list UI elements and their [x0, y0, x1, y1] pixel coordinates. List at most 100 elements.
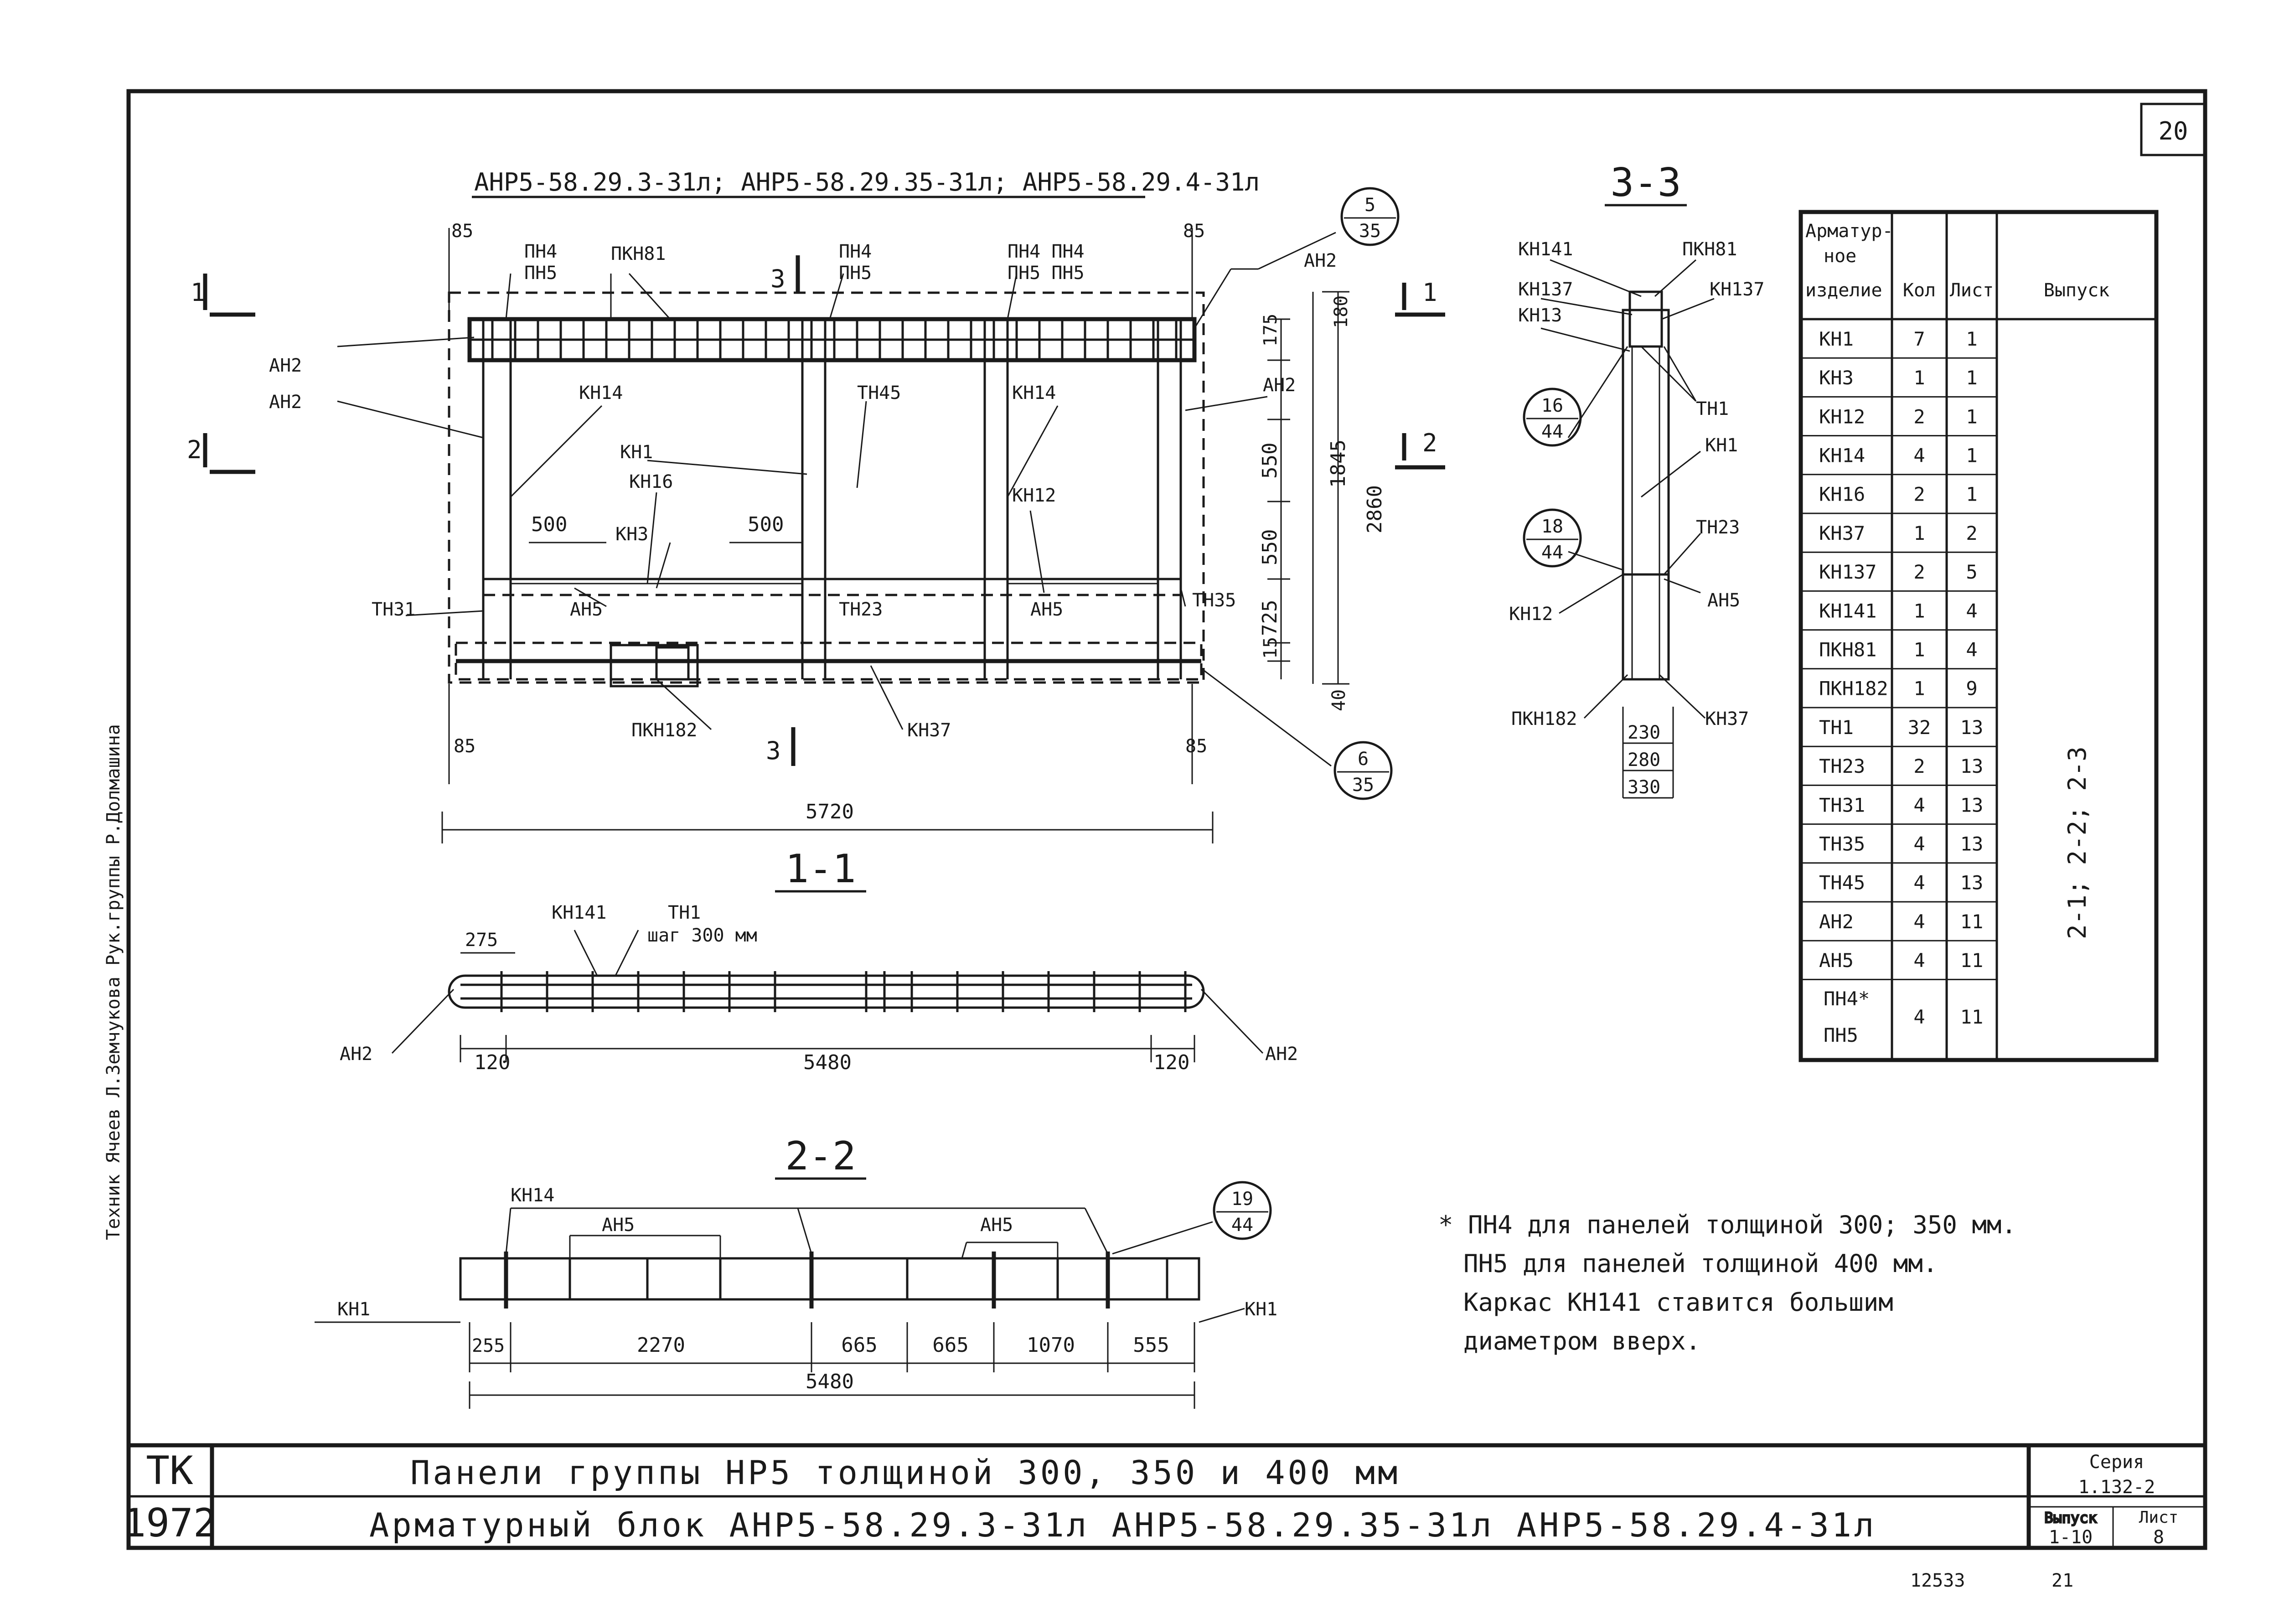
spec-cell-qty: 1 [1913, 678, 1925, 700]
side-stamp: Техник Ячеев Л.Земчукова Рук.группы Р.До… [103, 724, 124, 1240]
spec-cell-item: КН1 [1819, 328, 1854, 350]
spec-cell-sheet: 13 [1960, 716, 1984, 739]
spec-last-sheet: 11 [1960, 1006, 1984, 1028]
sheet-number: 20 [2158, 117, 2188, 145]
dim-550a: 550 [1258, 443, 1282, 479]
dim-85b: 85 [1183, 221, 1205, 242]
callout-6-35-bottom: 35 [1352, 775, 1374, 796]
label-pn5-a: ПН5 [524, 263, 557, 284]
section-2-2-an5-b: АН5 [980, 1215, 1013, 1236]
section-1-1-leaders [391, 930, 1264, 1062]
leaders [337, 232, 1336, 767]
dim-725: 725 [1258, 600, 1282, 636]
section-3-3-pkn182: ПКН182 [1511, 709, 1577, 729]
spec-cell-sheet: 5 [1966, 561, 1977, 583]
label-an2-l1: АН2 [269, 355, 302, 376]
spec-header-issue: Выпуск [2044, 280, 2110, 301]
title-org: ТК [146, 1448, 193, 1494]
bottom-mark-2: 21 [2052, 1570, 2073, 1591]
spec-issue-value: 2-1; 2-2; 2-3 [2063, 746, 2092, 939]
elevation-title: АНР5-58.29.3-31л; АНР5-58.29.35-31л; АНР… [474, 168, 1260, 197]
section-3-3-top-cage [1628, 290, 1663, 348]
section-2-2-dim-555: 555 [1133, 1334, 1169, 1357]
dim-85d: 85 [1185, 736, 1207, 757]
section-2-2-dim-1070: 1070 [1027, 1334, 1075, 1357]
spec-cell-qty: 2 [1913, 755, 1925, 777]
callout-18-44-top: 18 [1541, 516, 1563, 537]
panel-outline [448, 291, 1205, 684]
section-3-3-kn137-left: КН137 [1518, 279, 1573, 300]
spec-cell-sheet: 11 [1960, 949, 1984, 972]
spec-last-item-2: ПН5 [1824, 1024, 1858, 1046]
section-3-3-kn12: КН12 [1509, 604, 1553, 625]
spec-cell-qty: 4 [1913, 833, 1925, 855]
dim-15: 15 [1260, 637, 1281, 659]
dim-85a: 85 [451, 221, 473, 242]
notes: * ПН4 для панелей толщиной 300; 350 мм. … [1438, 1210, 2016, 1355]
cut-3-bottom: 3 [766, 736, 781, 765]
label-pkn182: ПКН182 [631, 720, 698, 741]
spec-cell-item: ТН45 [1819, 872, 1865, 894]
cut-1-left: 1 [191, 278, 206, 307]
section-3-3-kn1: КН1 [1705, 435, 1738, 456]
title-year: 1972 [122, 1500, 217, 1546]
callout-18-44-bottom: 44 [1541, 542, 1563, 563]
spec-cell-sheet: 1 [1966, 405, 1977, 428]
label-pn4-a: ПН4 [524, 241, 557, 262]
callout-19-44: 19 44 [1213, 1181, 1272, 1240]
spec-cell-item: КН37 [1819, 522, 1865, 544]
callout-16-44-top: 16 [1541, 395, 1563, 416]
sheet-label: Лист [2139, 1508, 2179, 1527]
spec-last-qty: 4 [1913, 1006, 1925, 1028]
spec-row-lines [1801, 357, 1997, 980]
columns [482, 319, 1182, 679]
spec-cell-qty: 4 [1913, 872, 1925, 894]
spec-cell-sheet: 1 [1966, 445, 1977, 467]
spec-cell-sheet: 9 [1966, 678, 1977, 700]
section-2-2-stirrups [504, 1252, 1110, 1309]
spec-cell-qty: 1 [1913, 522, 1925, 544]
dim-40: 40 [1328, 689, 1349, 711]
label-kn14-a: КН14 [579, 383, 623, 403]
section-2-2-kn14: КН14 [511, 1185, 554, 1206]
top-cage-ties [491, 319, 1178, 360]
label-kn12: КН12 [1012, 485, 1056, 506]
section-3-3-pkn81: ПКН81 [1682, 239, 1737, 260]
pkn182-mesh [610, 644, 699, 688]
section-1-1-tn1: ТН1 [668, 902, 701, 923]
spec-cell-item: ТН35 [1819, 833, 1865, 855]
bottom-beam [455, 641, 1203, 681]
section-1-1-dim-120a: 120 [474, 1051, 510, 1074]
spec-header-item-2: ное [1824, 246, 1856, 267]
spec-cell-sheet: 1 [1966, 483, 1977, 506]
spec-cell-sheet: 13 [1960, 833, 1984, 855]
spec-cell-item: КН12 [1819, 405, 1865, 428]
spec-cell-item: ПКН81 [1819, 639, 1876, 661]
bottom-mark-1: 12533 [1910, 1570, 1965, 1591]
section-1-1-an2-left: АН2 [340, 1044, 372, 1065]
dim-5720: 5720 [806, 800, 854, 823]
callout-6-35: 6 35 [1333, 741, 1393, 800]
callout-5-35-bottom: 35 [1359, 221, 1381, 242]
spec-cell-sheet: 1 [1966, 367, 1977, 389]
spec-cell-sheet: 13 [1960, 872, 1984, 894]
dim-1845: 1845 [1327, 440, 1350, 488]
callout-16-44-bottom: 44 [1541, 421, 1563, 442]
section-3-3-dim-230: 230 [1628, 722, 1660, 743]
section-1-1-dim-5480: 5480 [803, 1051, 852, 1074]
spec-cell-item: КН16 [1819, 483, 1865, 506]
spec-cell-item: КН3 [1819, 367, 1854, 389]
callout-19-44-bottom: 44 [1231, 1215, 1253, 1236]
spec-cell-qty: 1 [1913, 367, 1925, 389]
section-3-3-kn13: КН13 [1518, 305, 1562, 326]
section-2-2-ties [568, 1258, 1168, 1299]
section-3-3-body [1622, 309, 1670, 681]
label-kn1: КН1 [620, 442, 653, 463]
spec-cell-sheet: 4 [1966, 600, 1977, 622]
dim-180: 180 [1331, 295, 1352, 328]
spec-cell-sheet: 1 [1966, 328, 1977, 350]
section-2-2-dim-2270: 2270 [637, 1334, 685, 1357]
spec-cell-item: АН2 [1819, 910, 1854, 933]
cut-1-right: 1 [1422, 278, 1437, 307]
cut-2-left: 2 [187, 435, 202, 464]
